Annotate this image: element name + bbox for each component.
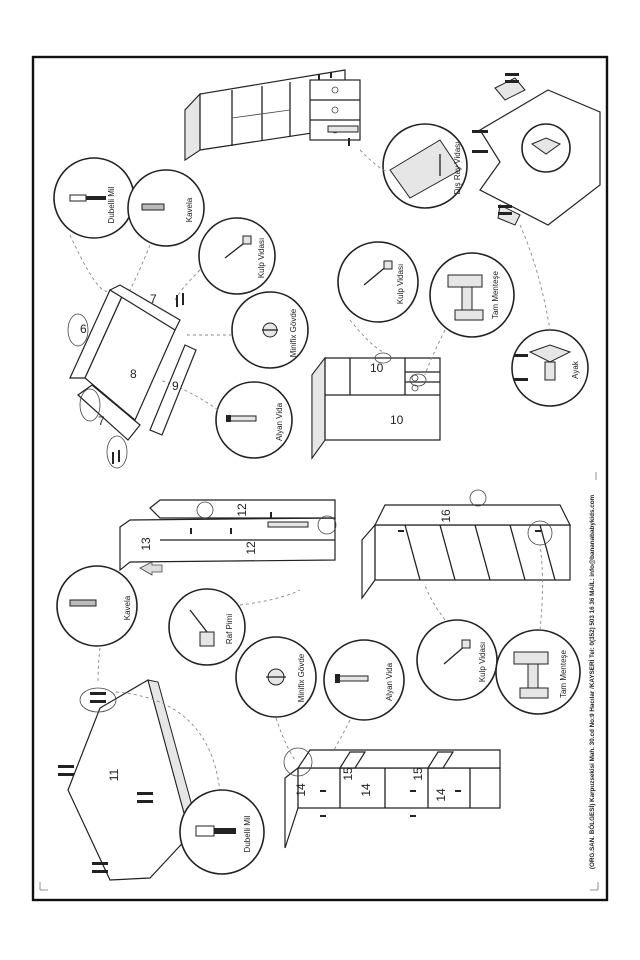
part-10b: 10 xyxy=(390,413,404,427)
callout-kavela-left: Kavela xyxy=(56,565,138,647)
callout-minifix-top: Minifix Gövde xyxy=(231,291,309,369)
kavela-label-left: Kavela xyxy=(123,595,132,620)
part-14c: 14 xyxy=(434,788,448,802)
callout-dubelli-mil-top: Dubelli Mil xyxy=(53,157,135,239)
part-8: 8 xyxy=(130,367,137,381)
part-7a: 7 xyxy=(150,292,157,306)
dubelli-mil-label-bottom: Dubelli Mil xyxy=(243,815,252,852)
alyan-vida-label-bottom: Alyan Vida xyxy=(385,662,394,701)
callout-kulp-vidasi-top: Kulp Vidası xyxy=(198,217,276,295)
part-14a: 14 xyxy=(294,783,308,797)
page-border xyxy=(31,55,609,902)
dubelli-mil-label-top: Dubelli Mil xyxy=(107,186,116,223)
table-top-drawing xyxy=(472,73,601,226)
bookshelf-14-15-drawing xyxy=(283,747,501,849)
callout-kulp-vidasi-bottom: Kulp Vidası xyxy=(416,619,498,701)
tam-mentese-label-mid: Tam Menteşe xyxy=(491,270,500,319)
part-12a: 12 xyxy=(235,503,249,517)
callout-ayak: Ayak xyxy=(511,329,589,407)
part-15a: 15 xyxy=(341,767,355,781)
callout-alyan-vida-bottom: Alyan Vida xyxy=(323,639,405,721)
callout-tam-mentese-mid: Tam Menteşe xyxy=(429,252,515,338)
kulp-vidasi-label-mid: Kulp Vidası xyxy=(396,264,405,304)
minifix-label-bottom: Minifix Gövde xyxy=(297,653,306,702)
part-14b: 14 xyxy=(359,783,373,797)
drawer-cabinet-drawing xyxy=(184,69,361,162)
callout-raf-pimi: Raf Pimi xyxy=(168,588,246,666)
side-panel-drawing xyxy=(119,499,337,572)
ray-vidasi-label: Dış Ray Vidası xyxy=(453,142,462,195)
crop-marks xyxy=(39,472,599,891)
part-9: 9 xyxy=(172,379,179,393)
alyan-vida-label-top: Alyan Vida xyxy=(275,402,284,441)
callout-kavela-top: Kavela xyxy=(127,169,205,247)
part-13: 13 xyxy=(139,537,153,551)
callout-alyan-vida-top: Alyan Vida xyxy=(215,381,293,459)
top-panel-11-drawing xyxy=(58,679,201,881)
part-15b: 15 xyxy=(411,767,425,781)
cabinet-16-drawing xyxy=(361,489,571,600)
tam-mentese-label-bottom: Tam Menteşe xyxy=(559,649,568,698)
kulp-vidasi-label-bottom: Kulp Vidası xyxy=(478,642,487,682)
part-6: 6 xyxy=(80,322,87,336)
footer-contact: (ORG.SAN. BÖLGESİ) Karpuzsekisi Mah. 30.… xyxy=(587,494,596,869)
callout-minifix-bottom: Minifix Gövde xyxy=(235,636,317,718)
part-11: 11 xyxy=(107,768,121,781)
minifix-label-top: Minifix Gövde xyxy=(289,308,298,357)
part-7b: 7 xyxy=(98,414,105,428)
part-12b: 12 xyxy=(244,541,258,555)
insert-arrow xyxy=(139,561,163,576)
part-10a: 10 xyxy=(370,361,384,375)
shelf-cabinet-drawing xyxy=(311,352,441,460)
box-frame-drawing xyxy=(67,284,197,469)
callout-kulp-vidasi-mid: Kulp Vidası xyxy=(337,241,419,323)
part-16: 16 xyxy=(439,509,453,523)
kulp-vidasi-label-top: Kulp Vidası xyxy=(257,238,266,278)
kavela-label-top: Kavela xyxy=(185,197,194,222)
raf-pimi-label: Raf Pimi xyxy=(225,614,234,644)
callout-dubelli-mil-bottom: Dubelli Mil xyxy=(179,789,265,875)
callout-tam-mentese-bottom: Tam Menteşe xyxy=(495,629,581,715)
ayak-label: Ayak xyxy=(571,360,580,379)
